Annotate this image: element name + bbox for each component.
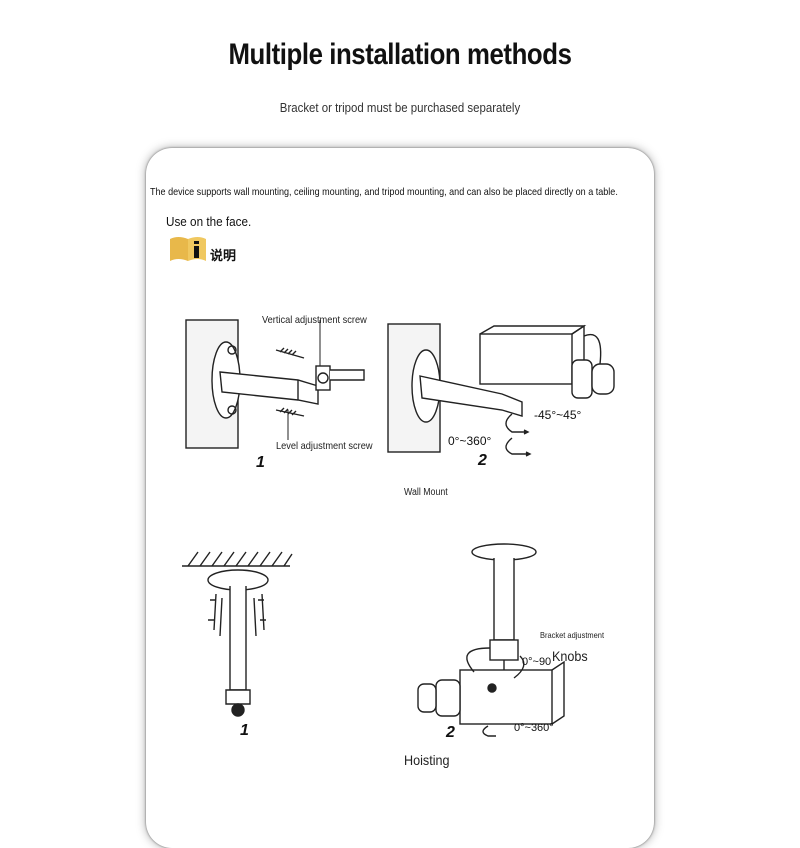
hoisting-step-1: 1 (240, 722, 249, 739)
content-card (146, 148, 654, 848)
wall-step-2: 2 (478, 452, 487, 469)
page-subtitle: Bracket or tripod must be purchased sepa… (279, 100, 521, 115)
page-title: Multiple installation methods (228, 38, 572, 71)
knobs-label: Knobs (552, 648, 588, 664)
wall-step-1: 1 (256, 454, 265, 471)
note-book-icon (170, 237, 206, 261)
ceiling-camera-illustration (417, 543, 565, 737)
wall-tilt-label: -45°~45° (534, 408, 582, 422)
wall-mount-camera-illustration (387, 323, 615, 457)
ceiling-bracket-illustration (182, 551, 293, 717)
use-on-face-label: Use on the face. (166, 214, 252, 229)
bracket-adjustment-label: Bracket adjustment (540, 630, 605, 640)
level-adjustment-screw-label: Level adjustment screw (276, 440, 373, 452)
hoisting-step-2: 2 (446, 724, 455, 741)
note-label: 说明 (210, 249, 237, 264)
mounting-description: The device supports wall mounting, ceili… (150, 186, 618, 198)
wall-mount-caption: Wall Mount (404, 487, 448, 498)
vertical-adjustment-screw-label: Vertical adjustment screw (262, 314, 367, 326)
hoisting-caption: Hoisting (404, 752, 450, 768)
hoisting-tilt-label: 0°~90 (522, 656, 552, 668)
hoisting-rotation-label: 0°~360° (514, 722, 554, 734)
wall-mount-bracket-illustration (185, 319, 365, 449)
wall-rotation-label: 0°~360° (448, 434, 492, 448)
